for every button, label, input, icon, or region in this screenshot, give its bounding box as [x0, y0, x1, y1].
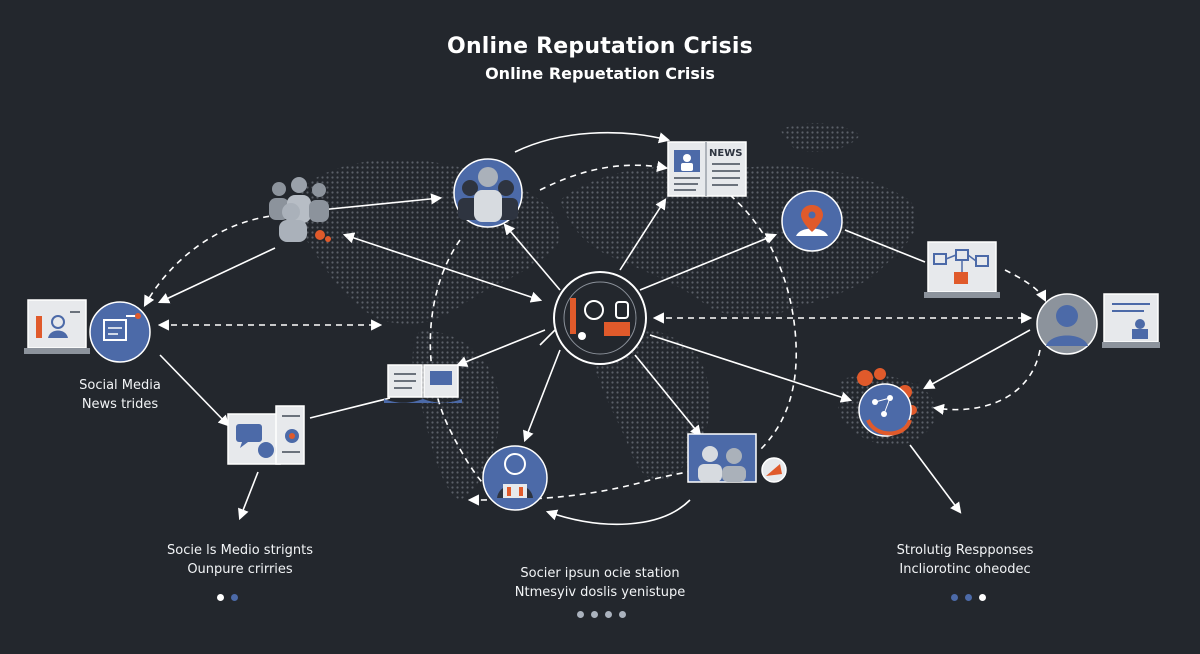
- pager-bottom-right: [951, 594, 986, 601]
- monitor-presenter-icon: [1102, 293, 1160, 348]
- caption-bottom-left: Socie ls Medio strignts Ounpure crirries: [130, 541, 350, 579]
- analytics-circle-icon: [89, 301, 151, 363]
- pager-dot[interactable]: [951, 594, 958, 601]
- page-title: Online Reputation Crisis: [447, 34, 753, 59]
- hub-globe-icon[interactable]: [553, 271, 647, 365]
- pager-dot[interactable]: [605, 611, 612, 618]
- caption-left-line1: Social Media: [79, 378, 161, 393]
- flowchart-monitor-icon: [924, 241, 1000, 298]
- people-group-icon: [269, 177, 331, 242]
- caption-left-line2: News trides: [81, 397, 159, 412]
- caption-bottom-center: Socier ipsun ocie station Ntmesyiv dosli…: [470, 564, 730, 602]
- caption-bottom-center-line2: Ntmesyiv doslis yenistupe: [514, 585, 686, 600]
- caption-bottom-right-line2: Incliorotinc oheodec: [899, 562, 1031, 577]
- caption-left: Social Media News trides: [40, 376, 200, 414]
- bubble-network-icon: [857, 368, 917, 437]
- pager-bottom-left: [217, 594, 238, 601]
- pager-dot[interactable]: [231, 594, 238, 601]
- caption-bottom-right: Strolutig Respponses Incliorotinc oheode…: [850, 541, 1080, 579]
- page-subtitle: Online Repuetation Crisis: [485, 64, 715, 83]
- alert-pin-icon: [781, 190, 843, 252]
- document-screen-icon: [24, 299, 90, 354]
- newspaper-icon: NEWS: [667, 141, 747, 197]
- pager-bottom-center: [577, 611, 626, 618]
- open-book-icon: [384, 364, 462, 403]
- news-label: NEWS: [709, 148, 742, 159]
- pager-dot[interactable]: [591, 611, 598, 618]
- connections: [143, 131, 1047, 526]
- caption-bottom-right-line1: Strolutig Respponses: [896, 543, 1034, 558]
- video-conference-icon: [687, 433, 787, 483]
- caption-bottom-left-line2: Ounpure crirries: [187, 562, 293, 577]
- crowd-circle-icon: [482, 445, 548, 511]
- pager-dot[interactable]: [217, 594, 224, 601]
- person-avatar-icon: [1036, 293, 1098, 355]
- caption-bottom-left-line1: Socie ls Medio strignts: [167, 543, 313, 558]
- pager-dot[interactable]: [979, 594, 986, 601]
- team-circle-icon: [453, 158, 523, 228]
- caption-bottom-center-line1: Socier ipsun ocie station: [520, 566, 680, 581]
- pager-dot[interactable]: [577, 611, 584, 618]
- pager-dot[interactable]: [619, 611, 626, 618]
- pager-dot[interactable]: [965, 594, 972, 601]
- chat-monitor-icon: [227, 405, 305, 465]
